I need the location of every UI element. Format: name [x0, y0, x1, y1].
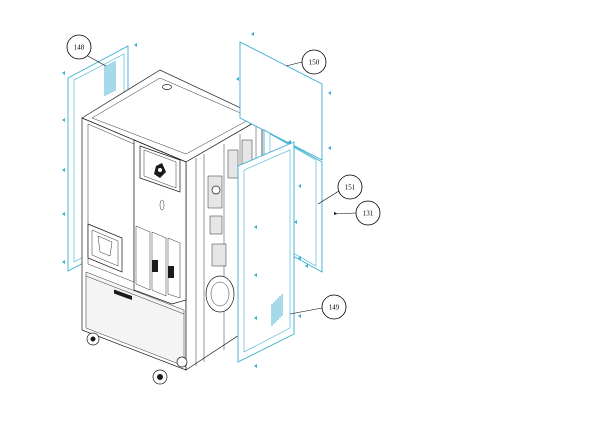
top-rear-panel — [236, 32, 331, 161]
caster-wheels — [86, 332, 188, 385]
callout-label-131: 131 — [363, 210, 374, 218]
callout-151: 151 — [317, 174, 363, 205]
right-side-panel — [237, 140, 301, 368]
display-screen — [139, 145, 181, 193]
machine-body — [81, 69, 263, 385]
callout-label-148: 148 — [74, 44, 85, 52]
internal-components — [195, 124, 257, 366]
callout-label-150: 150 — [309, 59, 320, 67]
callout-149: 149 — [289, 294, 347, 320]
callout-131: 131 — [333, 200, 381, 226]
right-panel-vent — [271, 294, 283, 326]
left-panel-vent — [104, 61, 116, 96]
callout-label-151: 151 — [345, 184, 356, 192]
callout-148: 148 — [66, 34, 107, 67]
callout-150: 150 — [285, 49, 327, 75]
dispenser-bays — [135, 225, 181, 299]
callout-label-149: 149 — [329, 304, 340, 312]
cup-bay — [87, 223, 123, 273]
